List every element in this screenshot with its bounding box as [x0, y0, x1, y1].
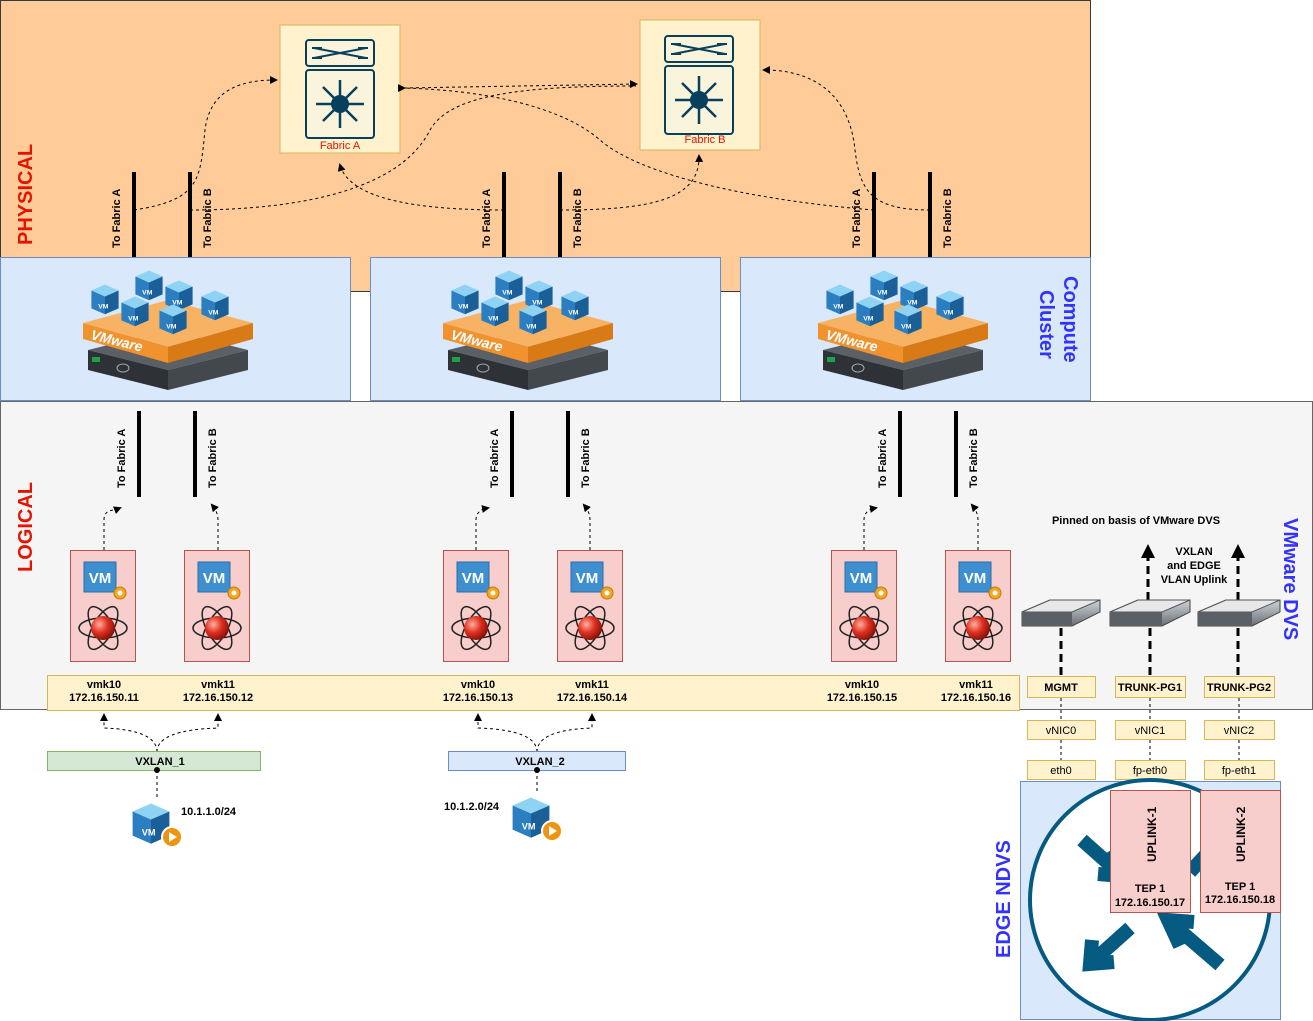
dvs-uplink-arrows — [1141, 544, 1245, 600]
to-fabric-a-label: To Fabric A — [481, 189, 493, 248]
to-fabric-a-label: To Fabric A — [111, 189, 123, 248]
to-fabric-b-label: To Fabric B — [968, 428, 980, 488]
svg-text:172.16.150.12: 172.16.150.12 — [183, 692, 253, 704]
fabric-a-label: Fabric A — [320, 140, 361, 152]
dvs-switch-trunk1[interactable] — [1109, 599, 1191, 627]
vmware-dvs-label: VMware DVS — [1279, 518, 1301, 640]
vmk-vm-tile[interactable] — [945, 550, 1011, 662]
svg-text:172.16.150.11: 172.16.150.11 — [69, 692, 139, 704]
portgroup-trunk2: TRUNK-PG2 — [1207, 682, 1271, 694]
portgroup-mgmt: MGMT — [1044, 682, 1078, 694]
vxlan-1-bar[interactable] — [47, 751, 261, 771]
uplink-2-name: UPLINK-2 — [1234, 806, 1248, 862]
fabric-b-label: Fabric B — [685, 134, 726, 146]
vxlan-2-links — [474, 713, 596, 794]
portgroup-links — [1060, 698, 1240, 760]
to-fabric-b-label: To Fabric B — [202, 188, 214, 248]
svg-text:fp-eth1: fp-eth1 — [1222, 765, 1256, 777]
svg-text:vNIC2: vNIC2 — [1224, 725, 1255, 737]
vmk-bar — [47, 675, 1020, 711]
svg-text:vmk11: vmk11 — [959, 679, 993, 691]
logical-label: LOGICAL — [15, 482, 37, 572]
svg-text:172.16.150.16: 172.16.150.16 — [941, 692, 1011, 704]
svg-text:vmk10: vmk10 — [461, 679, 495, 691]
vxlan-1-label: VXLAN_1 — [135, 756, 185, 768]
vmk-vm-tile[interactable] — [557, 550, 623, 662]
svg-text:172.16.150.15: 172.16.150.15 — [827, 692, 897, 704]
portgroup-boxes — [1027, 676, 1275, 780]
vm-uplink-arrows — [103, 503, 979, 550]
dvs-switch-mgmt[interactable] — [1021, 599, 1101, 627]
uplink-1-name: UPLINK-1 — [1145, 806, 1159, 862]
vxlan-1-vm[interactable] — [132, 803, 183, 848]
svg-text:Compute: Compute — [1059, 276, 1081, 363]
vmk-vm-tile[interactable] — [184, 550, 250, 662]
svg-text:vNIC1: vNIC1 — [1135, 725, 1166, 737]
vxlan-1-links — [100, 713, 222, 800]
svg-text:VLAN Uplink: VLAN Uplink — [1161, 574, 1228, 586]
physical-uplinks — [132, 172, 932, 258]
compute-label: Compute Cluster — [1035, 276, 1081, 363]
svg-text:vmk10: vmk10 — [87, 679, 121, 691]
to-fabric-b-label: To Fabric B — [572, 188, 584, 248]
to-fabric-a-label: To Fabric A — [489, 429, 501, 488]
svg-text:VXLAN: VXLAN — [1175, 546, 1212, 558]
svg-text:Cluster: Cluster — [1035, 290, 1057, 359]
vmk-vm-tile[interactable] — [831, 550, 897, 662]
vnic-labels: vNIC0 vNIC1 vNIC2 eth0 fp-eth0 fp-eth1 — [1046, 725, 1256, 777]
logical-uplink-labels: To Fabric A To Fabric B To Fabric A To F… — [116, 428, 980, 488]
svg-text:172.16.150.13: 172.16.150.13 — [443, 692, 513, 704]
uplink-2-tep: TEP 1 — [1225, 881, 1255, 893]
fabric-b-switch[interactable]: Fabric B — [639, 19, 761, 151]
switch-portgroup-links — [1059, 628, 1240, 675]
uplink-1-box[interactable]: UPLINK-1 TEP 1 172.16.150.17 — [1110, 790, 1191, 913]
svg-text:vNIC0: vNIC0 — [1046, 725, 1077, 737]
fabric-interlink — [397, 80, 638, 93]
uplink-note: VXLAN and EDGE VLAN Uplink — [1161, 546, 1228, 586]
vxlan-2-label: VXLAN_2 — [515, 756, 565, 768]
to-fabric-a-label: To Fabric A — [116, 429, 128, 488]
svg-text:172.16.150.14: 172.16.150.14 — [557, 692, 628, 704]
uplink-1-tep: TEP 1 — [1135, 883, 1165, 895]
dvs-switch-trunk2[interactable] — [1197, 599, 1281, 627]
svg-text:vmk10: vmk10 — [845, 679, 879, 691]
vxlan-1-subnet: 10.1.1.0/24 — [181, 806, 237, 818]
physical-label: PHYSICAL — [15, 144, 37, 245]
pinned-note: Pinned on basis of VMware DVS — [1052, 515, 1220, 527]
vmk-vm-tile[interactable] — [70, 550, 136, 662]
edge-ndvs-label: EDGE NDVS — [993, 840, 1015, 958]
to-fabric-a-label: To Fabric A — [877, 429, 889, 488]
svg-text:eth0: eth0 — [1050, 765, 1071, 777]
uplink-1-ip: 172.16.150.17 — [1115, 897, 1185, 909]
vmk-vm-tile[interactable] — [443, 550, 509, 662]
fabric-a-switch[interactable]: Fabric A — [279, 24, 401, 154]
physical-uplink-labels: To Fabric A To Fabric B To Fabric A To F… — [111, 188, 954, 248]
physical-cables — [133, 66, 931, 211]
vxlan-2-vm[interactable] — [512, 797, 563, 842]
physical-region — [0, 0, 1091, 292]
to-fabric-b-label: To Fabric B — [207, 428, 219, 488]
to-fabric-b-label: To Fabric B — [580, 428, 592, 488]
vxlan-1-junction — [154, 767, 160, 773]
to-fabric-b-label: To Fabric B — [942, 188, 954, 248]
svg-text:and EDGE: and EDGE — [1167, 560, 1221, 572]
to-fabric-a-label: To Fabric A — [851, 189, 863, 248]
logical-uplinks — [137, 411, 958, 497]
svg-text:vmk11: vmk11 — [575, 679, 609, 691]
portgroup-labels: MGMT TRUNK-PG1 TRUNK-PG2 — [1044, 682, 1271, 694]
vxlan-2-subnet: 10.1.2.0/24 — [444, 801, 500, 813]
portgroup-trunk1: TRUNK-PG1 — [1118, 682, 1182, 694]
uplink-2-box[interactable]: UPLINK-2 TEP 1 172.16.150.18 — [1200, 790, 1281, 913]
svg-text:vmk11: vmk11 — [201, 679, 235, 691]
uplink-2-ip: 172.16.150.18 — [1205, 894, 1275, 906]
vxlan-2-junction — [534, 767, 540, 773]
svg-text:fp-eth0: fp-eth0 — [1133, 765, 1167, 777]
